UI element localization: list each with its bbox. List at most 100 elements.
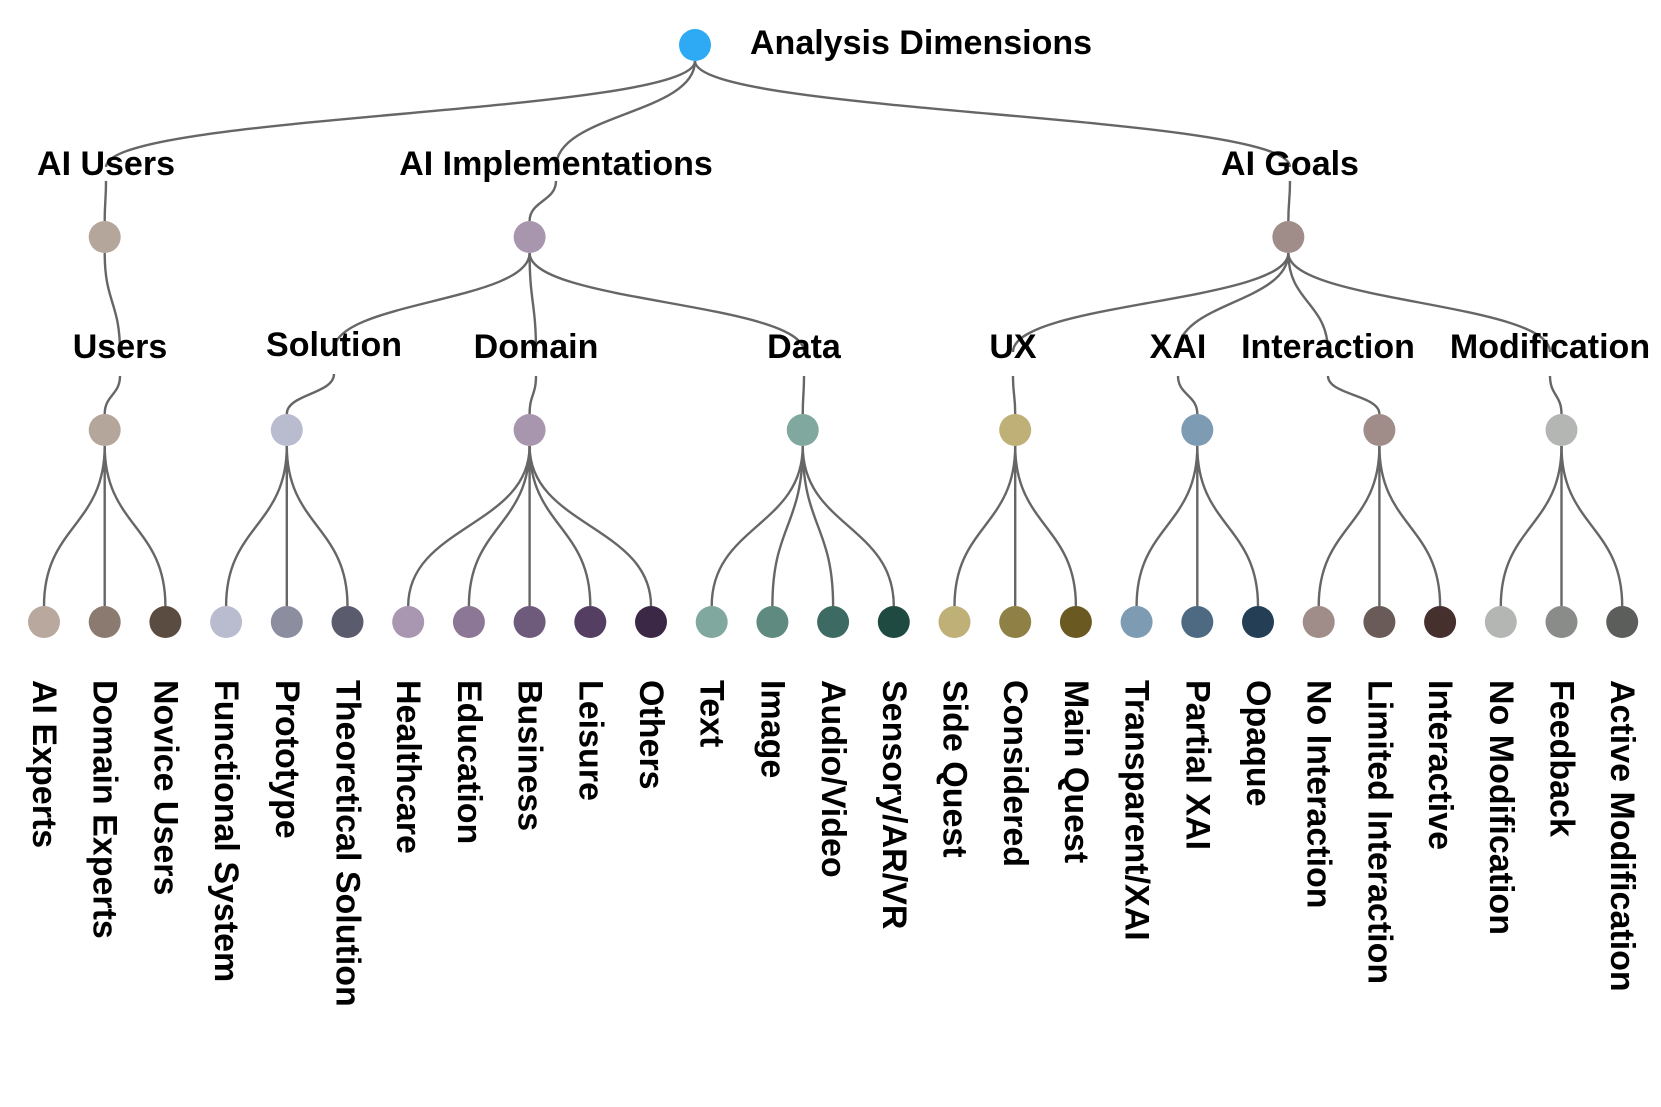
- edge-ai-implementations-data: [528, 252, 806, 353]
- subgroup-label-data: Data: [767, 328, 842, 366]
- leaf-label-interactive: Interactive: [1421, 680, 1459, 850]
- edge-solution-functional-system: [224, 445, 288, 607]
- leaf-label-prototype: Prototype: [268, 680, 306, 839]
- edge-data-audio-video: [801, 445, 835, 607]
- edge-ai-implementations-label-node: [528, 180, 558, 222]
- edge-xai-transparent-xai: [1135, 445, 1199, 607]
- leaf-node-interactive: [1424, 606, 1457, 638]
- edge-domain-healthcare: [407, 445, 531, 607]
- subgroup-node-ux: [999, 414, 1032, 446]
- group-label-ai-goals: AI Goals: [1221, 145, 1359, 183]
- edge-interaction-interactive: [1378, 445, 1442, 607]
- edge-root-ai-users: [104, 60, 697, 168]
- edge-interaction-label-node: [1326, 375, 1381, 415]
- leaf-label-novice-users: Novice Users: [146, 680, 184, 895]
- leaf-label-theoretical-solution: Theoretical Solution: [329, 680, 367, 1007]
- leaf-label-audio-video: Audio/Video: [814, 680, 852, 878]
- group-node-ai-users: [88, 221, 121, 253]
- leaf-label-active-modification: Active Modification: [1603, 680, 1641, 992]
- leaf-label-education: Education: [450, 680, 488, 844]
- subgroup-node-solution: [270, 414, 303, 446]
- subgroup-node-interaction: [1363, 414, 1396, 446]
- leaf-label-no-interaction: No Interaction: [1300, 680, 1338, 909]
- leaf-node-sensory-ar-vr: [877, 606, 910, 638]
- subgroup-label-modification: Modification: [1450, 328, 1650, 366]
- leaf-node-text: [695, 606, 728, 638]
- edge-domain-leisure: [528, 445, 592, 607]
- group-label-ai-users: AI Users: [37, 145, 175, 183]
- edge-domain-others: [528, 445, 653, 607]
- leaf-node-side-quest: [938, 606, 971, 638]
- edge-interaction-no-interaction: [1317, 445, 1381, 607]
- leaf-node-leisure: [574, 606, 607, 638]
- leaf-node-partial-xai: [1181, 606, 1214, 638]
- edge-ai-goals-label-node: [1287, 180, 1292, 222]
- edge-users-novice-users: [103, 445, 167, 607]
- edge-data-sensory-ar-vr: [801, 445, 895, 607]
- edge-root-ai-goals: [693, 60, 1292, 168]
- subgroup-label-interaction: Interaction: [1241, 328, 1415, 366]
- edge-ai-users-users: [103, 252, 122, 353]
- leaf-node-audio-video: [817, 606, 850, 638]
- leaf-label-transparent-xai: Transparent/XAI: [1118, 680, 1156, 941]
- edge-ai-goals-modification: [1287, 252, 1552, 353]
- subgroup-node-modification: [1545, 414, 1578, 446]
- root-node: [679, 29, 711, 61]
- leaf-label-text: Text: [693, 680, 731, 747]
- leaf-label-main-quest: Main Quest: [1057, 680, 1095, 863]
- leaf-label-image: Image: [753, 680, 791, 778]
- subgroup-node-xai: [1181, 414, 1214, 446]
- subgroup-label-xai: XAI: [1150, 328, 1207, 366]
- tree-nodes: [28, 29, 1639, 638]
- edge-solution-label-node: [285, 373, 336, 415]
- edge-ux-main-quest: [1014, 445, 1078, 607]
- edge-xai-opaque: [1196, 445, 1260, 607]
- edge-xai-label-node: [1176, 375, 1199, 415]
- leaf-node-prototype: [270, 606, 303, 638]
- group-node-ai-goals: [1272, 221, 1305, 253]
- edge-data-label-node: [801, 375, 806, 415]
- leaf-node-healthcare: [392, 606, 425, 638]
- leaf-label-opaque: Opaque: [1239, 680, 1277, 807]
- subgroup-label-ux: UX: [989, 328, 1037, 366]
- edge-ux-label-node: [1011, 375, 1017, 415]
- subgroup-label-domain: Domain: [474, 328, 599, 366]
- subgroup-label-solution: Solution: [266, 326, 402, 364]
- edge-modification-active-modification: [1560, 445, 1624, 607]
- edge-data-image: [771, 445, 804, 607]
- edge-modification-label-node: [1548, 375, 1563, 415]
- edge-domain-label-node: [528, 375, 538, 415]
- edge-domain-education: [467, 445, 531, 607]
- leaf-label-business: Business: [511, 680, 549, 831]
- edge-ai-goals-xai: [1176, 252, 1290, 353]
- leaf-node-considered: [999, 606, 1032, 638]
- leaf-label-functional-system: Functional System: [207, 680, 245, 982]
- edge-root-ai-implementations: [554, 60, 697, 168]
- leaf-node-image: [756, 606, 789, 638]
- subgroup-node-users: [88, 414, 121, 446]
- edge-ai-goals-ux: [1011, 252, 1290, 353]
- leaf-label-feedback: Feedback: [1543, 680, 1581, 837]
- group-node-ai-implementations: [513, 221, 546, 253]
- group-label-ai-implementations: AI Implementations: [399, 145, 713, 183]
- leaf-label-leisure: Leisure: [571, 680, 609, 801]
- leaf-node-others: [635, 606, 667, 638]
- leaf-node-business: [513, 606, 546, 638]
- edge-ai-goals-interaction: [1287, 252, 1330, 353]
- leaf-label-sensory-ar-vr: Sensory/AR/VR: [875, 680, 913, 929]
- leaf-node-domain-experts: [88, 606, 121, 638]
- leaf-node-main-quest: [1059, 606, 1092, 638]
- edge-ux-side-quest: [953, 445, 1017, 607]
- leaf-label-domain-experts: Domain Experts: [86, 680, 124, 939]
- leaf-node-feedback: [1545, 606, 1578, 638]
- edge-users-label-node: [103, 375, 122, 415]
- leaf-label-healthcare: Healthcare: [389, 680, 427, 854]
- leaf-node-ai-experts: [28, 606, 60, 638]
- leaf-label-no-modification: No Modification: [1482, 680, 1520, 935]
- subgroup-node-domain: [513, 414, 546, 446]
- leaf-node-transparent-xai: [1120, 606, 1153, 638]
- leaf-label-ai-experts: AI Experts: [25, 680, 63, 848]
- leaf-node-novice-users: [149, 606, 182, 638]
